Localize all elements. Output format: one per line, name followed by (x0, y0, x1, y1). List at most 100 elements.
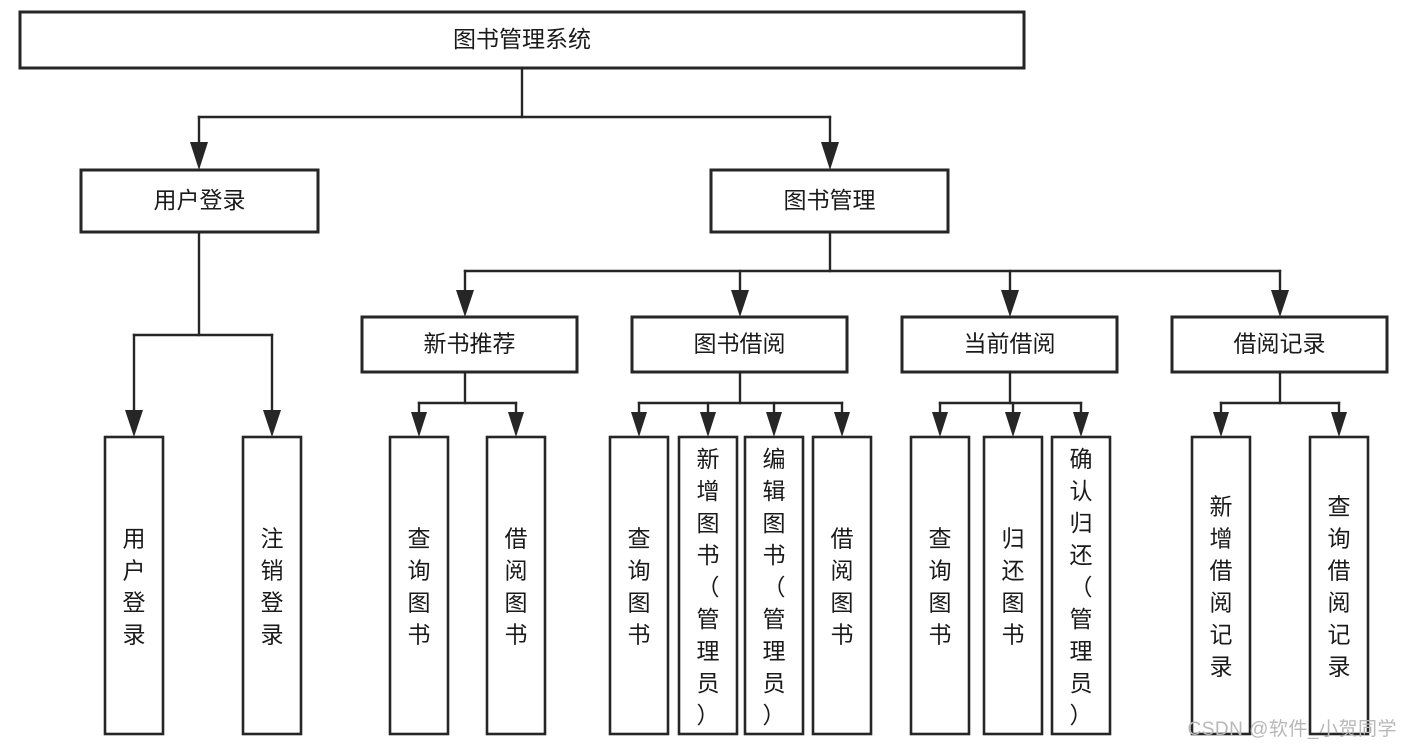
node-box[interactable] (1050, 435, 1112, 736)
node-label-char: 录 (261, 621, 284, 647)
node-label-char: 阅 (505, 557, 528, 583)
node-label-char: 销 (261, 557, 284, 583)
arrow-to-leaf-borrow-book-1 (508, 412, 524, 437)
node-box[interactable] (360, 315, 579, 374)
node-label-char: 图 (831, 589, 854, 615)
node-box[interactable] (103, 435, 165, 736)
node-label-char: 录 (1328, 653, 1351, 679)
node-label-char: 图 (1002, 589, 1025, 615)
connector-group-user-login (125, 230, 281, 437)
arrow-to-book-borrow (731, 290, 749, 317)
node-label-char: （ (1070, 574, 1093, 600)
node-box[interactable] (79, 168, 320, 234)
node-label-char: 记 (1210, 621, 1233, 647)
arrow-to-leaf-return-book (1005, 412, 1021, 437)
node-label-char: 增 (697, 478, 720, 504)
node-label-char: 理 (763, 638, 786, 664)
node-label-char: 归 (1070, 510, 1093, 536)
node-new-book-recommend[interactable]: 新书推荐 (360, 315, 579, 374)
node-label-char: 询 (628, 557, 651, 583)
node-label-char: 注 (261, 525, 284, 551)
node-box[interactable] (1190, 435, 1252, 736)
node-label-char: 阅 (1210, 589, 1233, 615)
node-label-char: 书 (831, 621, 854, 647)
node-book-manage[interactable]: 图书管理 (709, 168, 950, 234)
node-label: 图书管理系统 (453, 26, 591, 52)
node-label-char: 图 (929, 589, 952, 615)
node-box[interactable] (630, 315, 849, 374)
node-layer: 图书管理系统用户登录图书管理新书推荐图书借阅当前借阅借阅记录用户登录注销登录查询… (18, 10, 1389, 736)
node-borrow-record[interactable]: 借阅记录 (1170, 315, 1389, 374)
node-label-char: 图 (408, 589, 431, 615)
arrow-to-borrow-record (1271, 290, 1289, 317)
node-label-char: 还 (1070, 542, 1093, 568)
arrow-to-leaf-add-book-admin (700, 412, 716, 437)
node-label-char: 新 (1210, 493, 1233, 519)
node-label-char: 书 (408, 621, 431, 647)
node-label-char: 询 (1328, 525, 1351, 551)
node-box[interactable] (388, 435, 450, 736)
node-box[interactable] (485, 435, 547, 736)
node-box[interactable] (1308, 435, 1370, 736)
node-box[interactable] (241, 435, 303, 736)
arrow-to-leaf-add-borrow-record (1213, 412, 1229, 437)
node-leaf-user-login[interactable]: 用户登录 (103, 435, 165, 736)
connector-group-borrow-record (1213, 370, 1347, 437)
node-user-login[interactable]: 用户登录 (79, 168, 320, 234)
connector-group-book-borrow (631, 370, 850, 437)
arrow-to-new-book-recommend (456, 290, 474, 317)
node-root[interactable]: 图书管理系统 (18, 10, 1026, 70)
node-box[interactable] (909, 435, 971, 736)
node-box[interactable] (709, 168, 950, 234)
arrow-to-leaf-edit-book-admin (766, 412, 782, 437)
node-label-char: 借 (831, 525, 854, 551)
node-box[interactable] (900, 315, 1119, 374)
node-label-char: 借 (1328, 557, 1351, 583)
node-label-char: 归 (1002, 525, 1025, 551)
node-label-char: （ (763, 574, 786, 600)
node-box[interactable] (608, 435, 670, 736)
arrow-to-leaf-query-book-1 (411, 412, 427, 437)
node-label: 用户登录 (154, 187, 246, 213)
arrow-to-book-manage (821, 142, 839, 170)
node-box[interactable] (982, 435, 1044, 736)
node-current-borrow[interactable]: 当前借阅 (900, 315, 1119, 374)
node-box[interactable] (18, 10, 1026, 70)
node-box[interactable] (1170, 315, 1389, 374)
node-label-char: 录 (1210, 653, 1233, 679)
node-label-char: 阅 (1328, 589, 1351, 615)
node-label-char: 图 (628, 589, 651, 615)
node-label-char: 书 (929, 621, 952, 647)
node-label-char: 询 (929, 557, 952, 583)
node-box[interactable] (743, 435, 805, 736)
node-label-char: ） (763, 702, 786, 728)
node-label-char: 借 (505, 525, 528, 551)
node-book-borrow[interactable]: 图书借阅 (630, 315, 849, 374)
node-label-char: 用 (123, 525, 146, 551)
arrow-to-user-login (190, 142, 208, 170)
arrow-to-leaf-query-book-3 (932, 412, 948, 437)
node-label-char: 编 (763, 446, 786, 472)
node-label-char: 理 (1070, 638, 1093, 664)
node-label-char: 增 (1210, 525, 1233, 551)
node-label-char: 阅 (831, 557, 854, 583)
node-label-char: 书 (697, 542, 720, 568)
connector-group-current-borrow (932, 370, 1089, 437)
node-box[interactable] (677, 435, 739, 736)
node-label-char: 管 (1070, 606, 1093, 632)
node-box[interactable] (811, 435, 873, 736)
connector-group-root (190, 66, 839, 170)
